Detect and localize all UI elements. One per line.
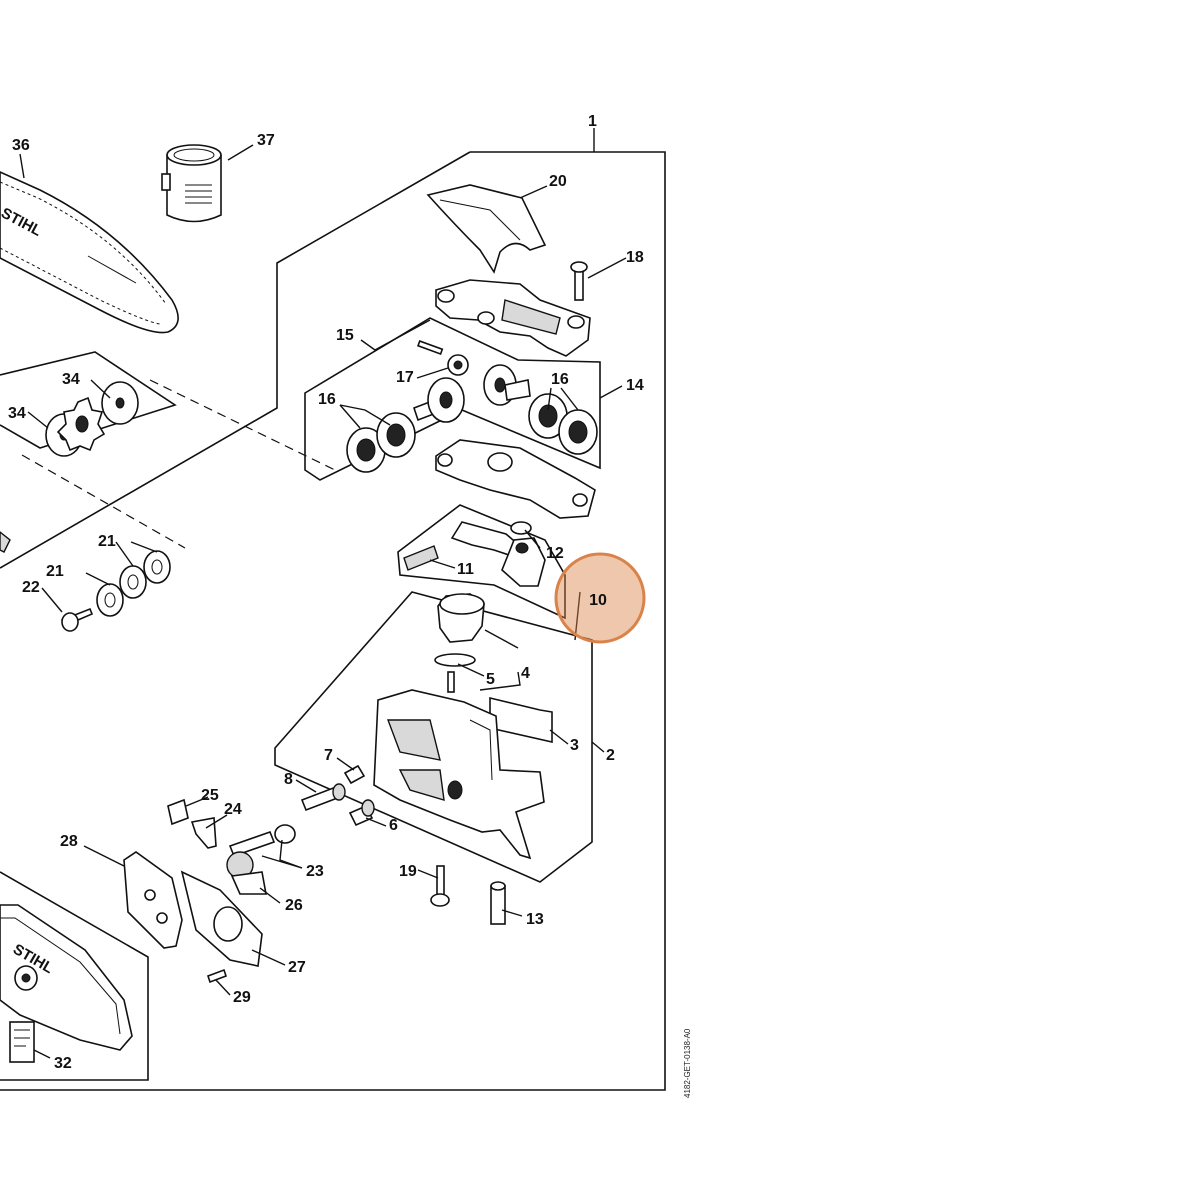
cover-frame [0,871,149,1081]
side-plate [123,851,183,949]
label-21-top[interactable]: 21 [98,533,116,550]
label-19[interactable]: 19 [399,863,417,880]
washers-21 [61,550,171,632]
label-32[interactable]: 32 [54,1055,72,1072]
sprocket-group-frame [0,351,336,549]
label-3[interactable]: 3 [570,737,579,754]
label-25[interactable]: 25 [201,787,219,804]
label-2[interactable]: 2 [606,747,615,764]
guide-bar-chain: STIHL [0,171,179,334]
oil-tank-housing [373,689,545,860]
oil-pump-frame [397,504,566,620]
label-20[interactable]: 20 [549,173,567,190]
label-14[interactable]: 14 [626,377,644,394]
screw-29 [206,968,228,984]
oil-cap [434,593,485,693]
highlight-label: 10 [589,592,607,609]
label-16-left[interactable]: 16 [318,391,336,408]
label-12[interactable]: 12 [546,545,564,562]
label-18[interactable]: 18 [626,249,644,266]
assembly-frame [0,151,666,1091]
housing-group-frame [274,591,593,883]
screw-18 [570,261,588,301]
highlight-marker: 10 [554,552,646,644]
inner-plate [180,870,263,967]
left-stud [0,531,11,553]
label-4[interactable]: 4 [521,665,530,682]
sprocket-washers [45,381,139,457]
gear-housing-upper [435,279,591,357]
label-11[interactable]: 11 [457,561,474,578]
label-37[interactable]: 37 [257,132,275,149]
label-plate [489,696,553,744]
highlight-circle [554,552,646,644]
leader-lines [19,128,627,1059]
label-1[interactable]: 1 [588,113,597,130]
screws-19-13 [430,865,506,925]
label-34-left[interactable]: 34 [8,405,26,422]
label-15[interactable]: 15 [336,327,354,344]
label-5[interactable]: 5 [486,671,495,688]
label-34-top[interactable]: 34 [62,371,80,388]
gear-set [346,340,598,473]
sprocket-cover: STIHL [0,904,133,1063]
label-23[interactable]: 23 [306,863,324,880]
label-13[interactable]: 13 [526,911,544,928]
grease-tube [161,144,222,223]
part-labels: 1 2 3 4 5 6 7 8 11 12 13 14 15 16 16 17 … [8,113,644,1072]
label-26[interactable]: 26 [285,897,303,914]
oil-pump [403,521,546,587]
drawing-code: 4182-GET-0138-A0 [683,1028,692,1098]
label-7[interactable]: 7 [324,747,333,764]
label-24[interactable]: 24 [224,801,242,818]
label-22[interactable]: 22 [22,579,40,596]
gear-housing-lower [435,439,596,519]
label-17[interactable]: 17 [396,369,414,386]
label-36[interactable]: 36 [12,137,30,154]
label-16-right[interactable]: 16 [551,371,569,388]
label-8[interactable]: 8 [284,771,293,788]
label-27[interactable]: 27 [288,959,306,976]
top-cover [426,184,547,274]
label-6[interactable]: 6 [389,817,398,834]
label-21-left[interactable]: 21 [46,563,64,580]
label-29[interactable]: 29 [233,989,251,1006]
studs [300,764,375,827]
gear-group-frame [304,317,601,481]
label-28[interactable]: 28 [60,833,78,850]
